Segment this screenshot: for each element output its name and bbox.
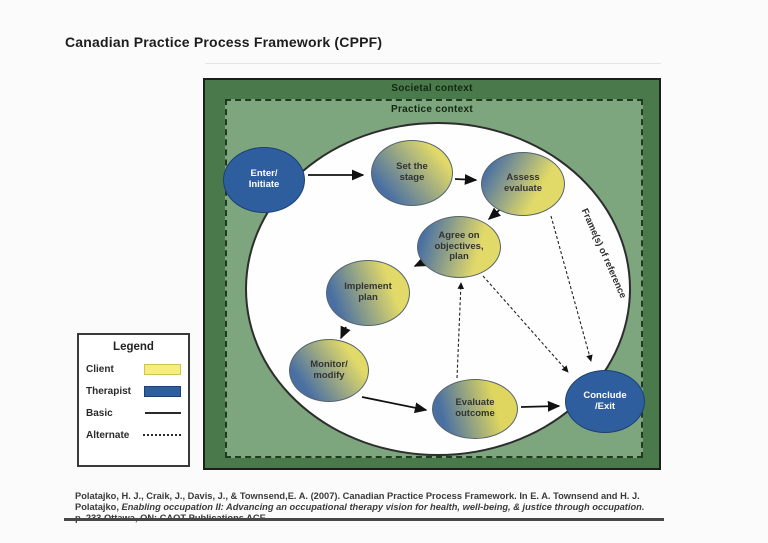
node-implement-plan: Implement plan	[326, 260, 410, 326]
legend-label-basic: Basic	[86, 407, 113, 419]
legend-item-therapist: Therapist	[79, 385, 188, 397]
therapist-color-swatch	[144, 385, 181, 397]
client-color-swatch	[144, 363, 181, 375]
citation-italic-title: Enabling occupation II: Advancing an occ…	[121, 502, 645, 513]
basic-line-sample	[145, 412, 181, 414]
citation-part2: p. 233 Ottawa, ON: CAOT Publications ACE…	[75, 513, 268, 523]
legend-item-basic: Basic	[79, 407, 188, 419]
legend-label-therapist: Therapist	[86, 385, 132, 397]
node-monitor-modify: Monitor/ modify	[289, 339, 369, 402]
legend-label-client: Client	[86, 363, 114, 375]
citation: Polatajko, H. J., Craik, J., Davis, J., …	[75, 491, 652, 523]
node-set-the-stage: Set the stage	[371, 140, 453, 206]
legend-label-alternate: Alternate	[86, 429, 130, 441]
legend-box: Legend Client Therapist Basic Alternate	[77, 333, 190, 467]
node-evaluate-outcome: Evaluate outcome	[432, 379, 518, 439]
alternate-line-sample	[143, 434, 181, 436]
legend-item-client: Client	[79, 363, 188, 375]
node-enter-initiate: Enter/ Initiate	[223, 147, 305, 213]
node-assess-evaluate: Assess evaluate	[481, 152, 565, 216]
node-conclude-exit: Conclude /Exit	[565, 370, 645, 433]
legend-title: Legend	[113, 341, 154, 353]
page-title: Canadian Practice Process Framework (CPP…	[65, 34, 383, 50]
citation-part1: Polatajko, H. J., Craik, J., Davis, J., …	[75, 491, 640, 513]
practice-context-label: Practice context	[390, 104, 474, 115]
legend-item-alternate: Alternate	[79, 429, 188, 441]
societal-context-box: Societal context Practice context Enter/…	[203, 78, 661, 470]
bottom-rule	[64, 518, 664, 521]
societal-context-label: Societal context	[391, 83, 473, 94]
figure-edge	[205, 63, 661, 64]
node-agree-objectives-plan: Agree on objectives, plan	[417, 216, 501, 278]
